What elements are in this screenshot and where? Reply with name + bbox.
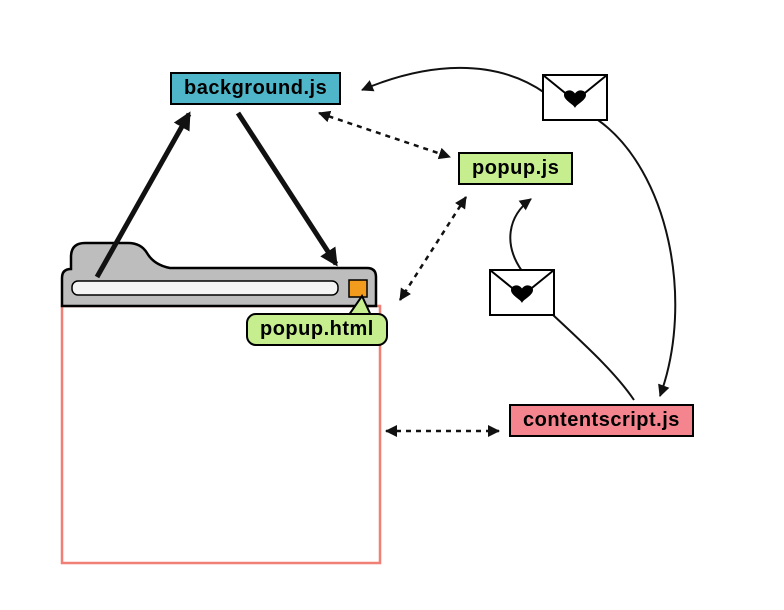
heart-icon: [564, 90, 586, 108]
curve-contentscript-to-envelope: [551, 313, 635, 401]
browser-window-body: [60, 304, 382, 565]
node-contentscript-js-label: contentscript.js: [523, 409, 680, 431]
envelope-heart-icon-top: [542, 74, 608, 121]
node-popup-js: popup.js: [458, 152, 574, 185]
arrow-background-to-popup-button: [235, 111, 339, 267]
dashed-arrow-popupjs-popuphtml: [398, 196, 468, 301]
node-background-js: background.js: [170, 72, 342, 105]
curve-envelope-to-background: [361, 66, 546, 94]
curve-envelope-to-popupjs: [509, 198, 532, 272]
node-popup-html-label: popup.html: [260, 318, 374, 340]
heart-icon: [511, 285, 533, 303]
node-popup-js-label: popup.js: [472, 157, 560, 179]
node-contentscript-js: contentscript.js: [509, 404, 694, 437]
arrow-window-to-background: [94, 111, 192, 279]
extension-button-icon: [348, 279, 368, 298]
curve-envelope-to-contentscript: [597, 119, 677, 397]
dashed-arrow-background-popupjs: [318, 110, 451, 160]
envelope-heart-icon-middle: [489, 269, 555, 316]
node-popup-html: popup.html: [246, 313, 388, 346]
address-bar: [71, 280, 339, 296]
node-background-js-label: background.js: [184, 77, 328, 99]
